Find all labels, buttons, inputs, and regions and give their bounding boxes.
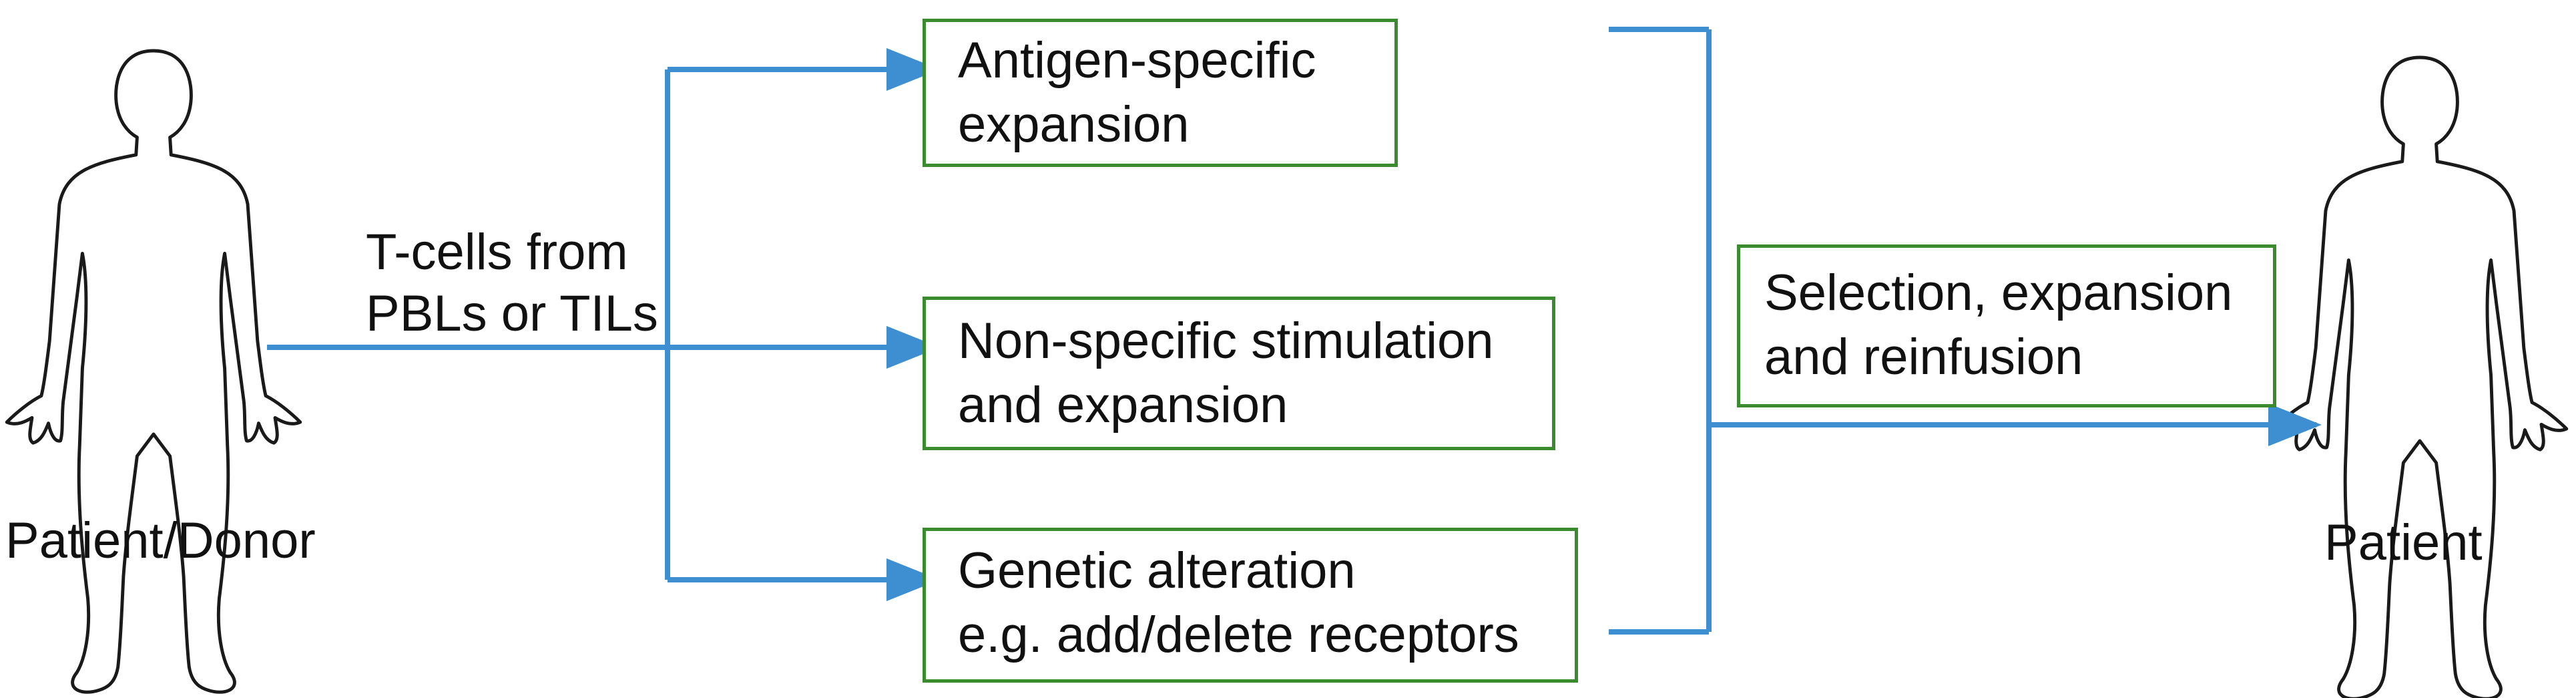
box-1-line-2: expansion — [958, 96, 1190, 153]
process-box-antigen-specific: Antigen-specific expansion — [923, 19, 1398, 167]
process-box-genetic-alteration: Genetic alteration e.g. add/delete recep… — [923, 528, 1578, 683]
output-box-selection: Selection, expansion and reinfusion — [1737, 244, 2276, 407]
human-silhouette-icon — [2273, 57, 2567, 698]
box-2-line-1: Non-specific stimulation — [958, 313, 1494, 369]
box-3-line-2: e.g. add/delete receptors — [958, 606, 1519, 663]
output-box-line-2: and reinfusion — [1764, 329, 2083, 385]
target-label: Patient — [2324, 514, 2483, 571]
box-3-line-1: Genetic alteration — [958, 542, 1356, 599]
output-box-line-1: Selection, expansion — [1764, 265, 2233, 321]
input-label-line-2: PBLs or TILs — [366, 285, 658, 342]
input-label-line-1: T-cells from — [366, 224, 628, 281]
human-silhouette-icon — [7, 51, 300, 692]
source-label: Patient/Donor — [5, 512, 316, 569]
box-2-line-2: and expansion — [958, 377, 1288, 433]
box-1-line-1: Antigen-specific — [958, 32, 1316, 89]
process-box-non-specific: Non-specific stimulation and expansion — [923, 297, 1555, 450]
